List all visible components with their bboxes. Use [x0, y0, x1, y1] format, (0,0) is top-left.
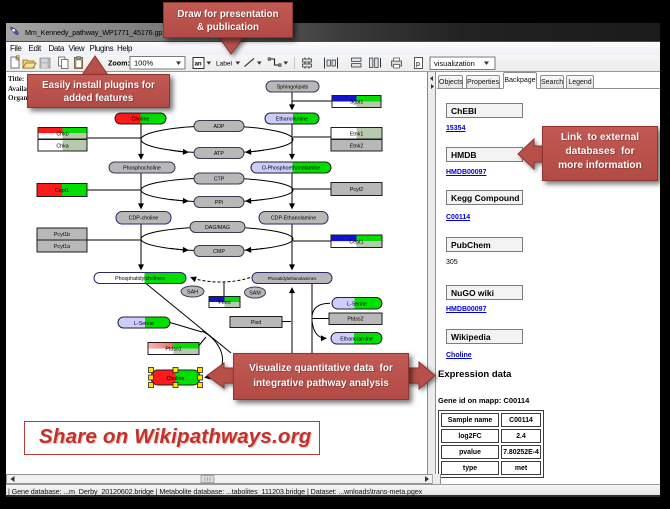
- svg-text:p: p: [416, 61, 420, 68]
- svg-text:Sphingolipids: Sphingolipids: [277, 85, 309, 91]
- svg-text:Etnk2: Etnk2: [350, 144, 364, 150]
- svg-text:Choline: Choline: [132, 117, 150, 123]
- svg-text:Pemt: Pemt: [218, 300, 231, 306]
- svg-text:CTP: CTP: [214, 177, 225, 183]
- svg-text:CDP-choline: CDP-choline: [129, 216, 159, 222]
- svg-text:Zoom:: Zoom:: [108, 59, 130, 68]
- svg-text:PPi: PPi: [215, 200, 223, 206]
- svg-text:L-Serine: L-Serine: [134, 321, 154, 327]
- svg-text:DAG/MAG: DAG/MAG: [205, 225, 230, 231]
- svg-text:Pcyt1a: Pcyt1a: [54, 244, 70, 250]
- svg-text:visualization: visualization: [434, 59, 475, 68]
- svg-text:ATP: ATP: [214, 151, 224, 157]
- svg-text:Ptdss2: Ptdss2: [347, 317, 363, 323]
- svg-text:Chkb: Chkb: [56, 132, 68, 138]
- svg-text:Cept1: Cept1: [349, 240, 363, 246]
- svg-text:CMP: CMP: [213, 249, 225, 255]
- svg-text:Phosphocholine: Phosphocholine: [123, 166, 161, 172]
- svg-text:Phosphatidylcholines: Phosphatidylcholines: [115, 276, 165, 282]
- svg-text:Etnk1: Etnk1: [350, 132, 364, 138]
- svg-text:O-Phosphoethanolamine: O-Phosphoethanolamine: [262, 166, 321, 172]
- svg-text:Sgpl1: Sgpl1: [350, 100, 364, 106]
- svg-text:100%: 100%: [134, 59, 154, 68]
- svg-text:Choline: Choline: [167, 376, 185, 382]
- svg-text:Pisd: Pisd: [251, 320, 261, 326]
- svg-text:Phosatidylethanolamines: Phosatidylethanolamines: [268, 276, 318, 281]
- svg-text:Ethanolamine: Ethanolamine: [340, 337, 372, 343]
- svg-text:an: an: [195, 62, 202, 68]
- svg-text:Ptdss1: Ptdss1: [165, 347, 181, 353]
- svg-text:L-Serine: L-Serine: [347, 302, 367, 308]
- svg-text:Pcyt1b: Pcyt1b: [54, 232, 70, 238]
- svg-text:Cept1: Cept1: [55, 188, 69, 194]
- svg-text:Ethanolamine: Ethanolamine: [276, 117, 308, 123]
- svg-text:Pcyt2: Pcyt2: [350, 187, 363, 193]
- svg-text:SAM: SAM: [249, 291, 260, 297]
- svg-text:ADP: ADP: [214, 124, 225, 130]
- svg-text:CDP-Ethanolamine: CDP-Ethanolamine: [271, 216, 316, 222]
- svg-text:SAH: SAH: [187, 290, 198, 296]
- svg-text:Chka: Chka: [56, 144, 68, 150]
- svg-text:Label: Label: [216, 61, 232, 68]
